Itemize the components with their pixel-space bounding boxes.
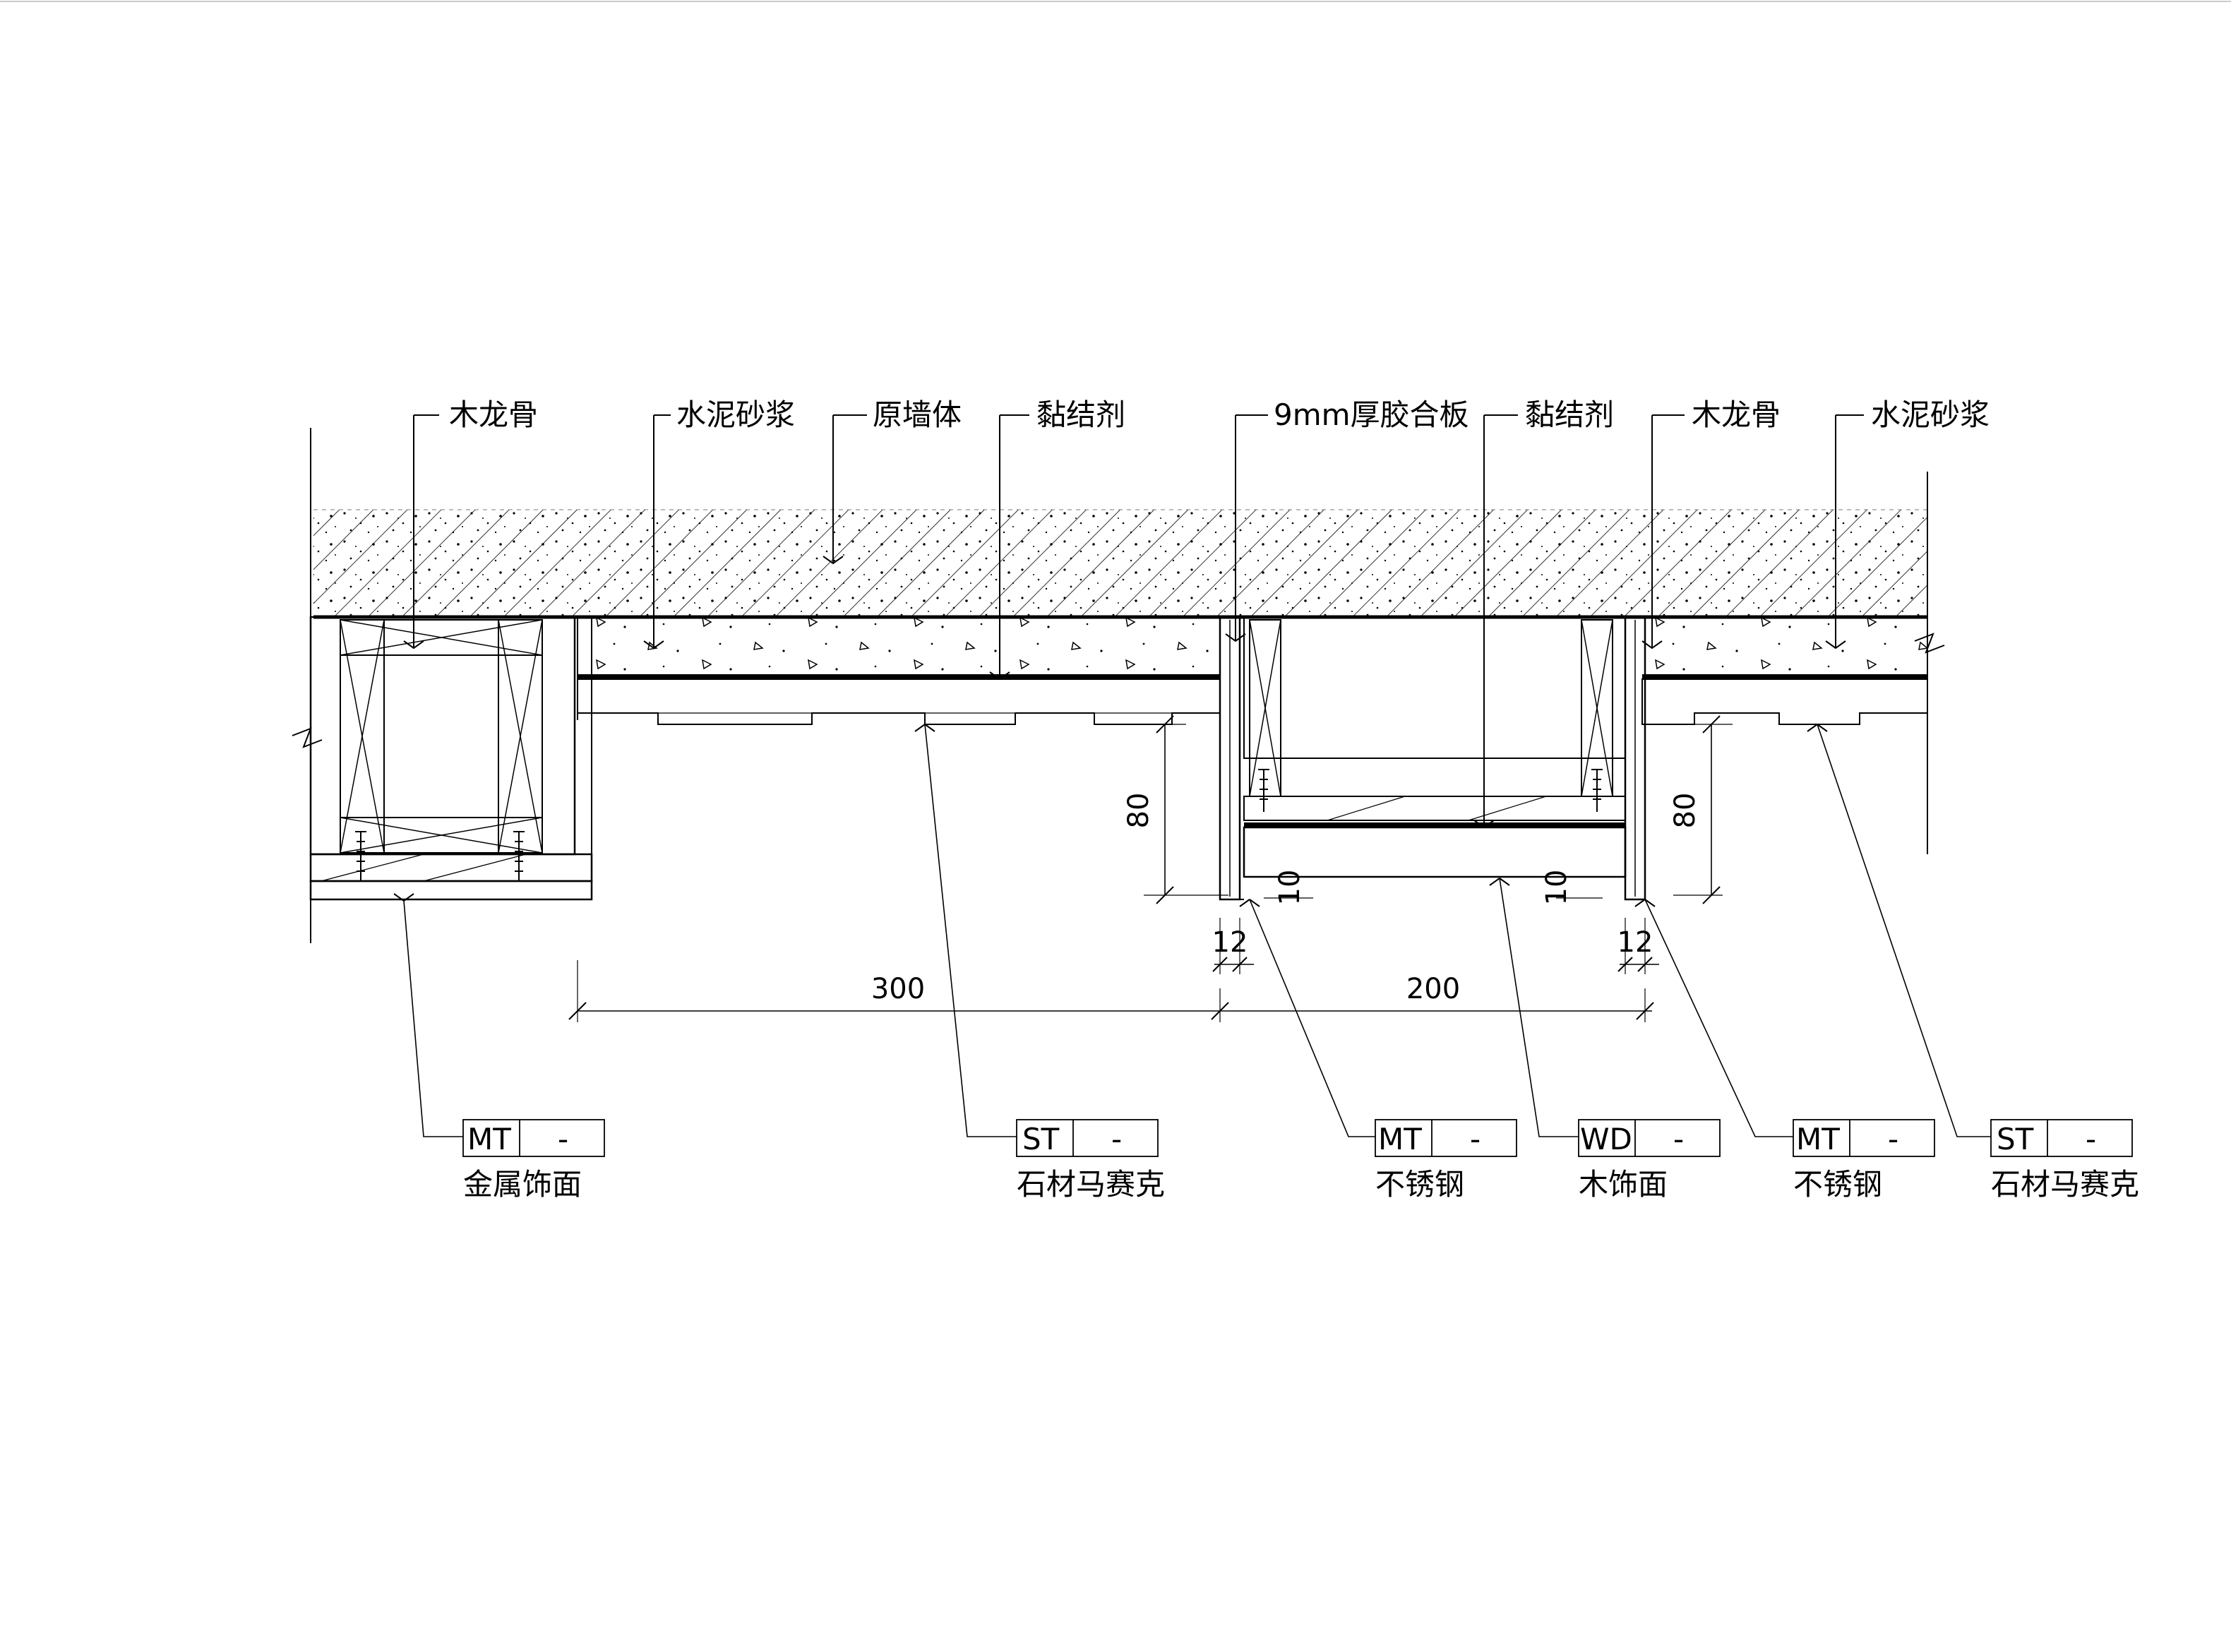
tag-code: MT	[467, 1122, 511, 1156]
middle-wood-assembly	[1219, 616, 1646, 901]
label-cement-mortar-right: 水泥砂浆	[1871, 397, 1990, 432]
material-tag-5: MT - 不锈钢	[1793, 1119, 1935, 1202]
tag-name: 不锈钢	[1375, 1167, 1464, 1202]
label-original-wall: 原墙体	[873, 397, 962, 432]
tag-code: ST	[1997, 1122, 2034, 1156]
tag-number: -	[1111, 1122, 1122, 1156]
dimension-lines	[568, 715, 1733, 1022]
tag-name: 金属饰面	[463, 1167, 582, 1202]
material-tag-1: MT - 金属饰面	[462, 1119, 605, 1202]
material-tag-2: ST - 石材马赛克	[1016, 1119, 1165, 1202]
material-tag-4: WD - 木饰面	[1578, 1119, 1721, 1202]
tag-name: 石材马赛克	[1017, 1167, 1165, 1202]
tag-number: -	[1470, 1122, 1481, 1156]
dim-12-right: 12	[1617, 926, 1653, 959]
label-plywood-9mm: 9mm厚胶合板	[1274, 397, 1469, 432]
tag-code: ST	[1022, 1122, 1060, 1156]
dim-10-right: 10	[1541, 870, 1573, 906]
label-adhesive-right: 黏结剂	[1525, 397, 1614, 432]
tag-name: 石材马赛克	[1991, 1167, 2139, 1202]
label-cement-mortar-left: 水泥砂浆	[676, 397, 795, 432]
label-wood-joist-left: 木龙骨	[449, 397, 538, 432]
dim-12-left: 12	[1212, 926, 1248, 959]
top-leaders	[403, 414, 1864, 829]
original-wall	[313, 509, 1927, 619]
dim-300: 300	[871, 973, 925, 1005]
dim-80-left: 80	[1123, 793, 1155, 829]
tag-number: -	[558, 1122, 568, 1156]
tag-code: MT	[1796, 1122, 1840, 1156]
left-wood-frame	[309, 616, 593, 901]
tag-name: 木饰面	[1579, 1167, 1668, 1202]
stone-mosaic-right	[1641, 678, 1928, 725]
label-adhesive-left: 黏结剂	[1036, 397, 1125, 432]
dim-80-right: 80	[1669, 793, 1701, 829]
label-wood-joist-right: 木龙骨	[1692, 397, 1781, 432]
dim-200: 200	[1406, 973, 1460, 1005]
stone-mosaic-left	[577, 678, 1221, 725]
tag-name: 不锈钢	[1793, 1167, 1882, 1202]
tag-number: -	[1888, 1122, 1898, 1156]
material-tag-3: MT - 不锈钢	[1375, 1119, 1517, 1202]
material-tag-6: ST - 石材马赛克	[1990, 1119, 2139, 1202]
dim-10-left: 10	[1274, 870, 1306, 906]
tag-number: -	[2086, 1122, 2096, 1156]
tag-code: WD	[1580, 1122, 1632, 1156]
tag-number: -	[1673, 1122, 1684, 1156]
tag-code: MT	[1378, 1122, 1422, 1156]
bottom-leaders	[393, 724, 1991, 1137]
mortar-layer	[577, 618, 1927, 720]
left-break-mark	[292, 727, 323, 748]
